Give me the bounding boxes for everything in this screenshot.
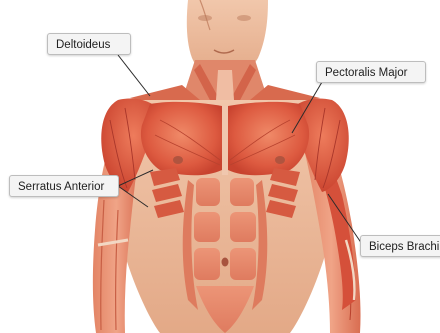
biceps-brachii-label: Biceps Brachi [360,235,440,257]
deltoideus-leader-line [118,55,150,96]
deltoideus-label: Deltoideus [47,33,131,55]
pectoral-muscles [141,102,309,175]
pectoralis-major-label: Pectoralis Major [316,61,426,83]
neck-muscles [130,60,320,104]
serratus-anterior-label: Serratus Anterior [9,175,119,197]
